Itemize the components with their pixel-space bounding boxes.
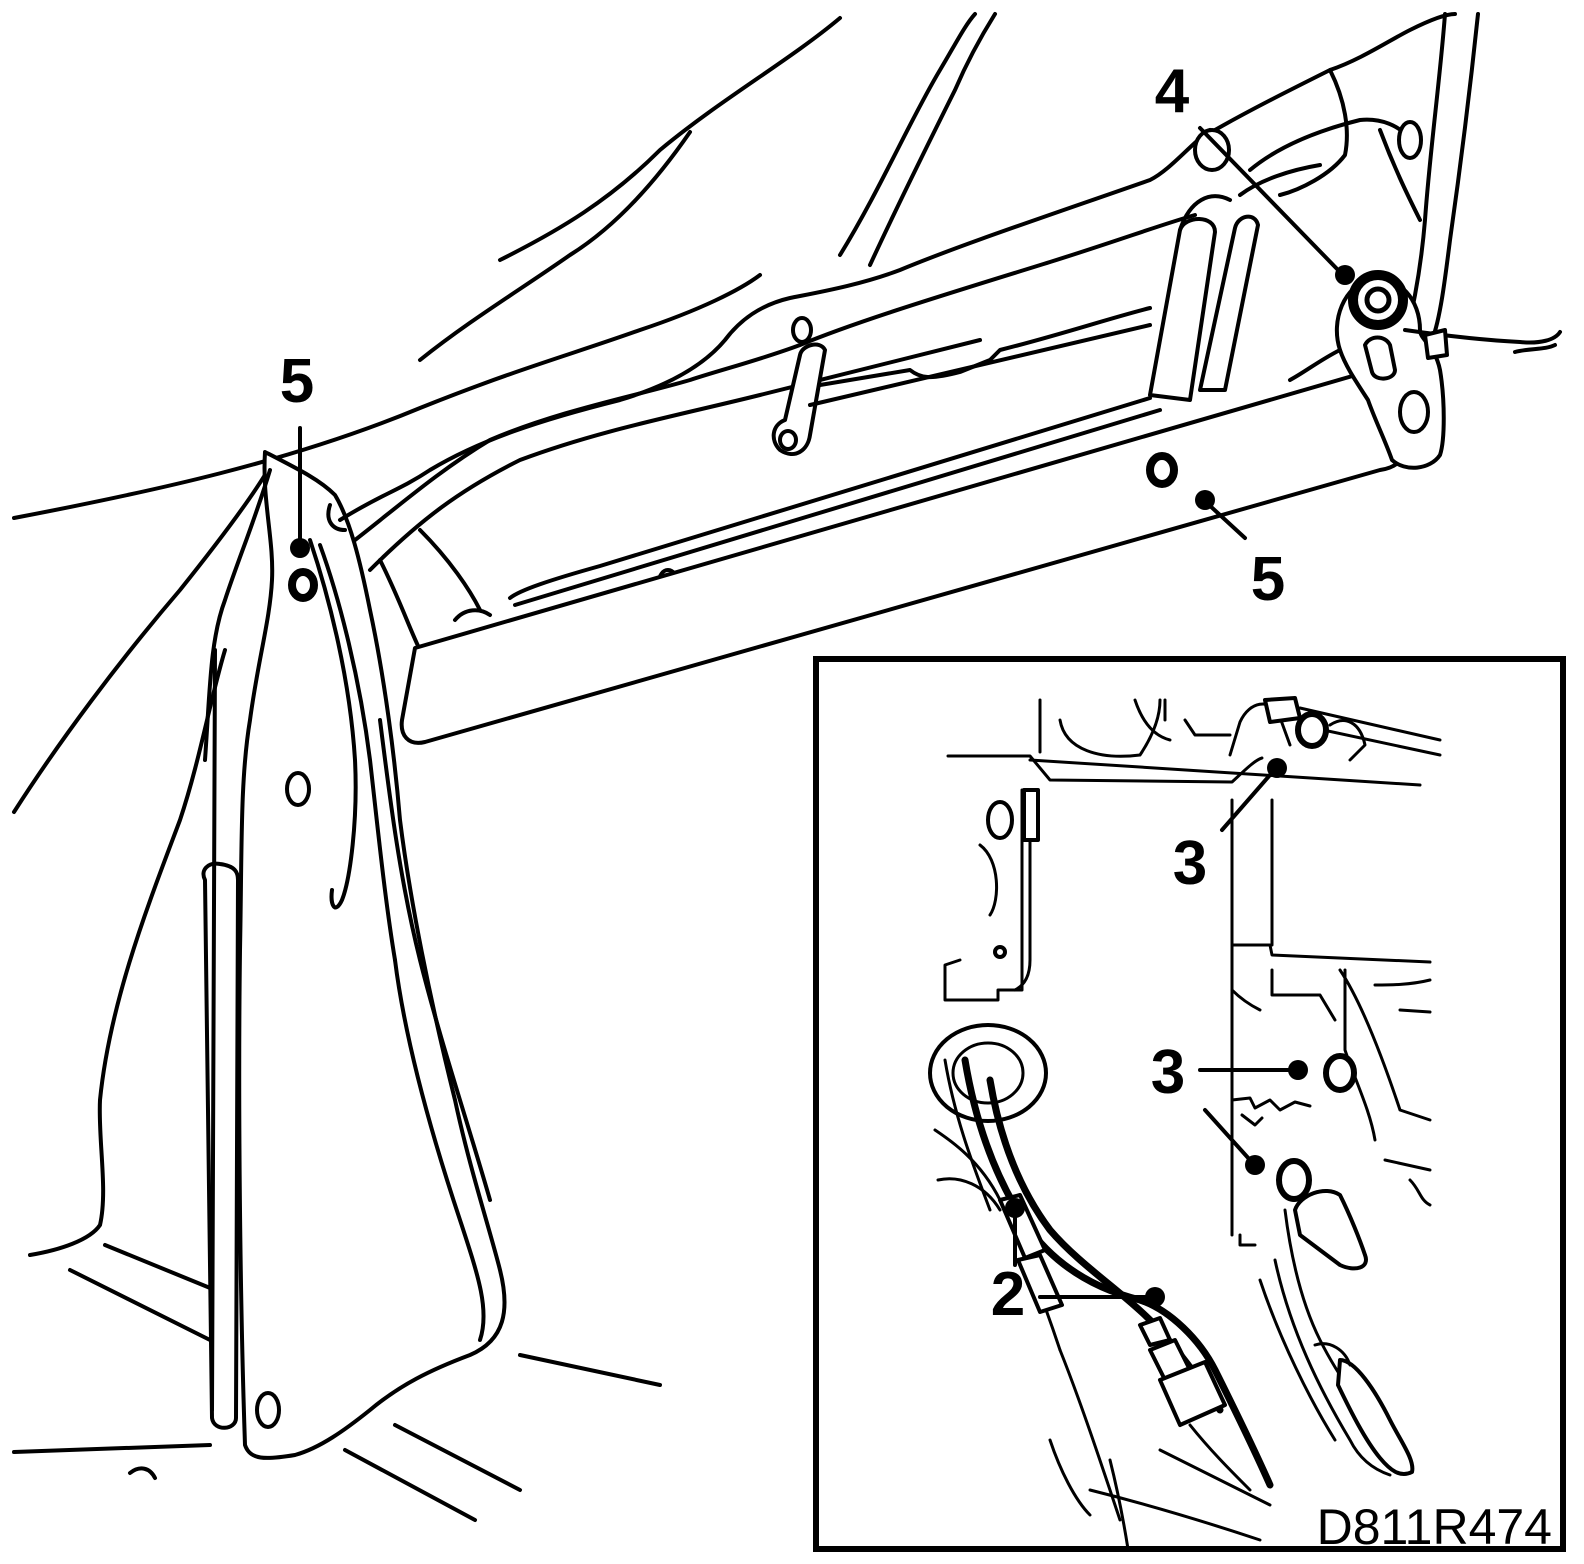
fasteners-inset <box>1276 711 1357 1202</box>
bolt-5-left-icon <box>288 568 318 602</box>
side-frame-plate <box>203 450 507 1460</box>
bolt-5-right-icon <box>1146 452 1178 488</box>
rear-upright-tube <box>201 648 240 1430</box>
callouts-inset: 3 3 2 <box>991 758 1308 1329</box>
figure-reference-code: D811R474 <box>1317 1499 1552 1555</box>
callout-5-right: 5 <box>1251 545 1285 614</box>
bolt-3-top-icon <box>1295 711 1329 749</box>
inset-drawing <box>928 696 1442 1551</box>
callout-3-top: 3 <box>1173 829 1207 898</box>
callout-2: 2 <box>991 1260 1025 1329</box>
bolt-3-low-icon <box>1276 1158 1312 1202</box>
callout-4: 4 <box>1155 57 1190 126</box>
callout-3-mid: 3 <box>1151 1038 1185 1107</box>
bolt-3-mid-icon <box>1323 1053 1357 1093</box>
callouts-main: 5 4 5 <box>280 57 1355 614</box>
inset-detail: 3 3 2 D811R474 <box>813 656 1566 1555</box>
main-view: 5 4 5 <box>12 12 1562 1522</box>
fasteners-main <box>288 270 1408 602</box>
recliner-bracket <box>1288 277 1562 470</box>
callout-5-left: 5 <box>280 347 314 416</box>
slide-mechanism <box>771 194 1260 456</box>
upper-frame-tubes <box>838 12 1480 342</box>
